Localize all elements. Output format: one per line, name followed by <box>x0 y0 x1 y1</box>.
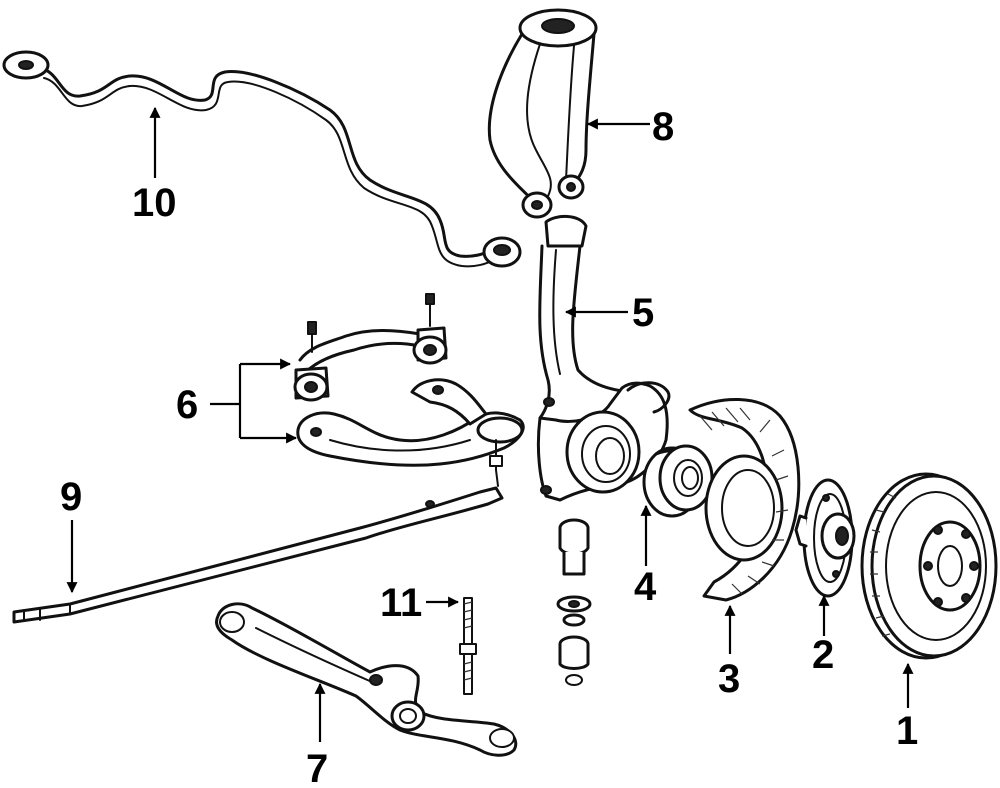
callout-1: 1 <box>896 709 918 753</box>
stabilizer-bar <box>2 50 522 268</box>
splash-shield <box>688 397 801 602</box>
upper-control-arm <box>293 293 525 487</box>
wheel-bearing <box>642 444 714 518</box>
bushing-stack <box>556 518 592 686</box>
callout-7: 7 <box>306 747 328 788</box>
callout-10: 10 <box>132 181 177 225</box>
wheel-hub <box>794 478 856 598</box>
callout-2: 2 <box>812 633 834 677</box>
leader-lines <box>66 106 914 742</box>
callout-8: 8 <box>652 105 674 149</box>
radius-rod <box>12 486 504 624</box>
callout-labels: 10 8 5 6 9 11 7 4 3 2 1 <box>60 105 918 788</box>
steering-knuckle <box>536 215 671 502</box>
callout-6: 6 <box>176 383 198 427</box>
callout-9: 9 <box>60 475 82 519</box>
lower-control-arm <box>215 602 518 757</box>
callout-5: 5 <box>632 291 654 335</box>
callout-3: 3 <box>718 657 740 701</box>
callout-4: 4 <box>634 565 657 609</box>
brake-rotor <box>860 472 998 660</box>
callout-11: 11 <box>380 581 422 625</box>
stud-bolt <box>459 597 477 695</box>
upper-knuckle-arm <box>487 8 598 219</box>
